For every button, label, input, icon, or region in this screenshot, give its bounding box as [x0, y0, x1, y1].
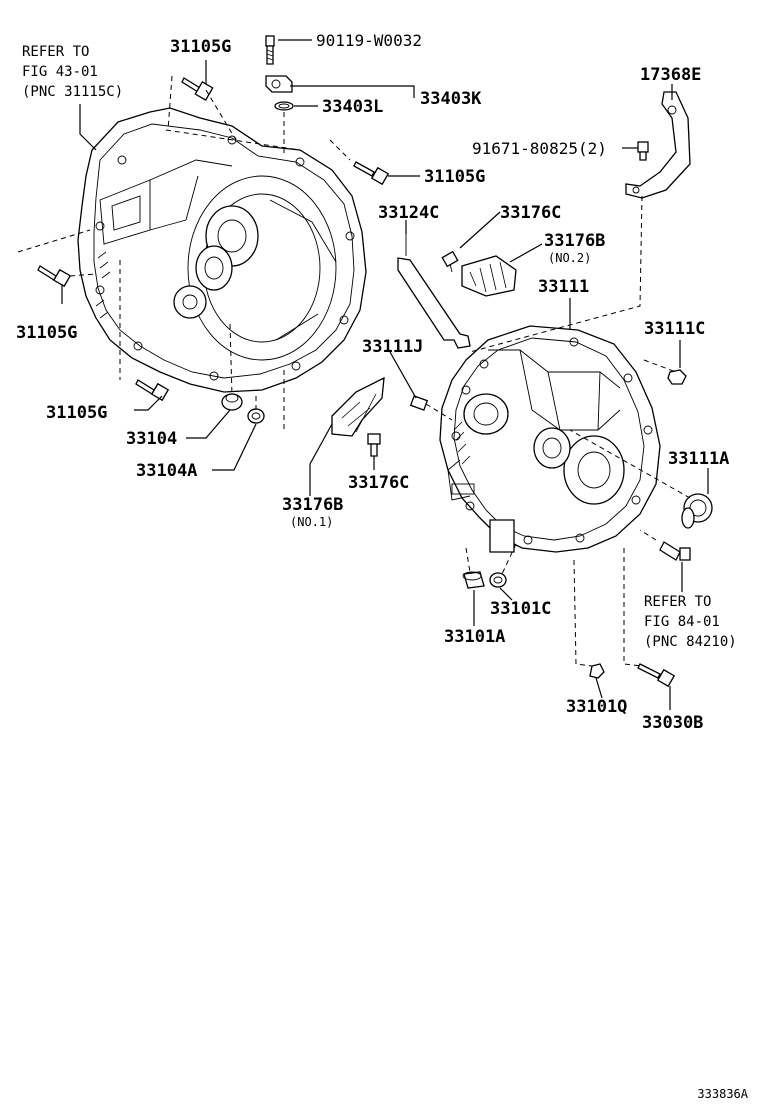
- label-33124c: 33124C: [378, 203, 439, 223]
- label-no1: (NO.1): [290, 515, 333, 529]
- bolt-33176c-mid: [367, 433, 381, 457]
- lever-33403k: [265, 75, 293, 93]
- oring-33403l: [274, 101, 294, 111]
- label-31105g-top: 31105G: [170, 37, 231, 57]
- leader-lines: [61, 39, 709, 710]
- label-33101q: 33101Q: [566, 697, 627, 717]
- ref-fig43-line2: FIG 43-01: [22, 64, 98, 80]
- label-33104a: 33104A: [136, 461, 197, 481]
- label-33176b-no2: 33176B: [544, 231, 605, 251]
- bolt-33176c-top: [441, 250, 459, 273]
- plug-33101q: [589, 663, 605, 679]
- cover-33176b-no1: [331, 376, 385, 437]
- label-33101a: 33101A: [444, 627, 505, 647]
- figure-id: 333836A: [697, 1087, 748, 1101]
- bolt-31105g-low: [135, 379, 170, 402]
- label-17368e: 17368E: [640, 65, 701, 85]
- label-33030b: 33030B: [642, 713, 703, 733]
- ref-fig84-line1: REFER TO: [644, 594, 711, 610]
- ref-fig43-line1: REFER TO: [22, 44, 89, 60]
- transaxle-housing-left: [77, 107, 367, 393]
- ref-fig43-line3: (PNC 31115C): [22, 84, 123, 100]
- ref-fig84-line2: FIG 84-01: [644, 614, 720, 630]
- cover-33176b-no2: [461, 255, 517, 297]
- reference-fig-84-01: REFER TO FIG 84-01 (PNC 84210): [644, 594, 737, 650]
- label-31105g-right: 31105G: [424, 167, 485, 187]
- bolt-33030b: [637, 663, 676, 688]
- label-90119-w0032: 90119-W0032: [316, 31, 422, 50]
- label-33111c: 33111C: [644, 319, 705, 339]
- nut-33111c: [667, 369, 687, 385]
- label-33176c-top: 33176C: [500, 203, 561, 223]
- bolt-91671-80825: [637, 141, 649, 161]
- reference-fig-43-01: REFER TO FIG 43-01 (PNC 31115C): [22, 44, 123, 100]
- transaxle-case-right: [439, 325, 661, 553]
- plug-33104: [221, 393, 243, 411]
- gasket-33101c: [489, 572, 507, 588]
- label-31105g-low: 31105G: [46, 403, 107, 423]
- oil-seal-33111a: [681, 493, 713, 529]
- dashed-guide-lines: [17, 75, 691, 667]
- label-no2: (NO.2): [548, 251, 591, 265]
- plug-33101a: [462, 571, 485, 589]
- label-33111: 33111: [538, 277, 589, 297]
- label-33403l: 33403L: [322, 97, 383, 117]
- pin-33111j: [409, 395, 429, 411]
- bolt-31105g-right: [353, 161, 390, 186]
- label-33101c: 33101C: [490, 599, 551, 619]
- label-91671-80825: 91671-80825(2): [472, 139, 607, 158]
- label-33111a: 33111A: [668, 449, 729, 469]
- bolt-31105g-top: [181, 77, 214, 101]
- bolt-31105g-left: [37, 265, 72, 288]
- bolt-90119-w0032: [265, 35, 275, 65]
- label-31105g-left: 31105G: [16, 323, 77, 343]
- gasket-33104a: [247, 408, 265, 424]
- ref-fig84-line3: (PNC 84210): [644, 634, 737, 650]
- label-33176c-mid: 33176C: [348, 473, 409, 493]
- label-33403k: 33403K: [420, 89, 482, 109]
- bracket-33124c: [397, 234, 471, 349]
- speed-sensor: [659, 541, 691, 561]
- bracket-17368e: [625, 91, 691, 199]
- label-33176b-no1: 33176B: [282, 495, 343, 515]
- label-33104: 33104: [126, 429, 177, 449]
- label-33111j: 33111J: [362, 337, 423, 357]
